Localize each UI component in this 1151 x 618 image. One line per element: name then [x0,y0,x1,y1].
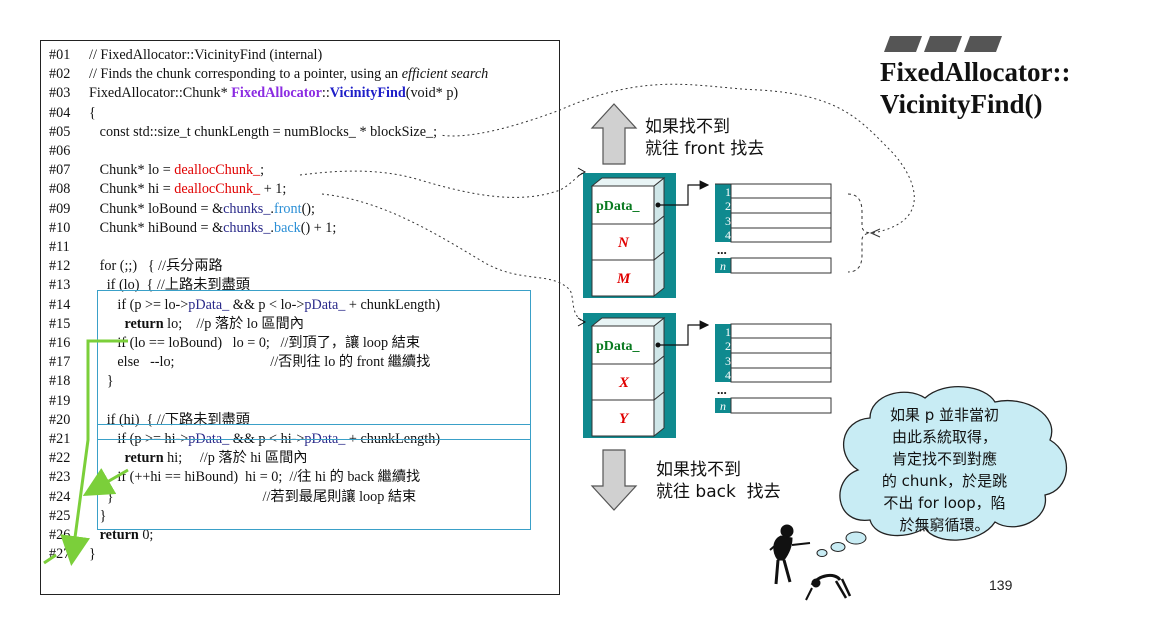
code-line: #25 } [49,507,107,524]
cloud-text: 如果 p 並非當初 由此系統取得， 肯定找不到對應 的 chunk，於是跳 不出… [862,404,1027,536]
up-label-line-1: 如果找不到 [645,117,730,137]
code-line: #22 return hi; //p 落於 hi 區間內 [49,450,308,467]
title-line-1: FixedAllocator:: [880,57,1071,87]
chunk1-label-n: N [617,235,630,251]
code-line: #01// FixedAllocator::VicinityFind (inte… [49,47,323,63]
list1-row-1: 1 [725,185,731,199]
down-direction-label: 如果找不到 就往 back 找去 [656,459,781,503]
down-label-line-1: 如果找不到 [656,460,741,480]
code-line: #20 if (hi) { //下路未到盡頭 [49,411,250,428]
thought-cloud [816,386,1067,557]
code-line: #18 } [49,373,114,390]
list1-row-3: 3 [725,214,731,228]
code-line: #08 Chunk* hi = deallocChunk_ + 1; [49,181,287,198]
cloud-line: 如果 p 並非當初 [889,406,1000,424]
chunk2-label-y: Y [619,411,630,427]
chunk-block-1 [583,173,710,298]
list1-row-4: 4 [725,228,731,242]
up-label-line-2: 就往 front 找去 [645,139,765,159]
code-line: #12 for (;;) { //兵分兩路 [49,258,223,275]
block-list-1 [715,183,832,274]
code-line: #04{ [49,104,96,121]
code-line: #10 Chunk* hiBound = &chunks_.back() + 1… [49,219,337,236]
list2-dots: ... [717,382,727,397]
chunk2-pdata-label: pData_ [596,339,641,354]
list2-row-3: 3 [725,354,731,368]
code-line: #14 if (p >= lo->pData_ && p < lo->pData… [49,296,441,313]
list1-row-2: 2 [725,199,731,213]
code-line: #16 if (lo == loBound) lo = 0; //到頂了，讓 l… [49,335,421,351]
chunk1-pdata-label: pData_ [596,199,641,214]
list2-row-4: 4 [725,368,731,382]
code-line: #15 return lo; //p 落於 lo 區間內 [49,315,304,332]
chunk-block-2 [583,313,710,438]
list1-last: n [720,259,726,273]
title-decoration-bars [884,36,1002,52]
title-line-2: VicinityFind() [880,89,1043,119]
down-label-line-2: 就往 back 找去 [656,482,781,502]
cloud-line: 由此系統取得， [891,428,997,446]
list2-row-2: 2 [725,339,731,353]
list2-last: n [720,399,726,413]
upper-branch-box [97,290,531,440]
down-arrow-icon [590,449,638,511]
code-line: #21 if (p >= hi->pData_ && p < hi->pData… [49,431,441,447]
cloud-line: 於無窮循環。 [899,516,990,534]
list2-row-1: 1 [725,325,731,339]
chunk1-label-m: M [616,271,631,287]
list1-dots: ... [717,242,727,257]
up-direction-label: 如果找不到 就往 front 找去 [645,116,764,160]
code-line: #02// Finds the chunk corresponding to a… [49,66,489,83]
code-line: #23 if (++hi == hiBound) hi = 0; //往 hi … [49,469,421,486]
cloud-line: 不出 for loop，陷 [883,494,1006,512]
cloud-line: 肯定找不到對應 [891,450,997,468]
cloud-line: 的 chunk，於是跳 [881,472,1008,490]
page-number: 139 [989,577,1013,593]
code-line: #07 Chunk* lo = deallocChunk_; [49,162,265,179]
green-flow-arrows [60,339,129,566]
up-arrow-icon [590,103,638,165]
slide-title: FixedAllocator:: VicinityFind() [880,56,1070,120]
code-line: #05 const std::size_t chunkLength = numB… [49,123,438,140]
code-line: #17 else --lo; //否則往 lo 的 front 繼續找 [49,354,431,371]
code-line: #24 } //若到最尾則讓 loop 結束 [49,488,417,505]
cartoon-figures-icon [769,524,852,601]
chunk2-label-x: X [618,375,630,391]
code-line: #19 [49,392,71,409]
dotted-connectors [299,83,915,323]
block-list-2 [715,323,832,414]
code-line: #11 [49,239,70,255]
code-line: #13 if (lo) { //上路未到盡頭 [49,277,250,294]
code-line: #06 [49,143,71,159]
code-line: #09 Chunk* loBound = &chunks_.front(); [49,200,315,217]
code-panel: #01// FixedAllocator::VicinityFind (inte… [40,40,560,595]
